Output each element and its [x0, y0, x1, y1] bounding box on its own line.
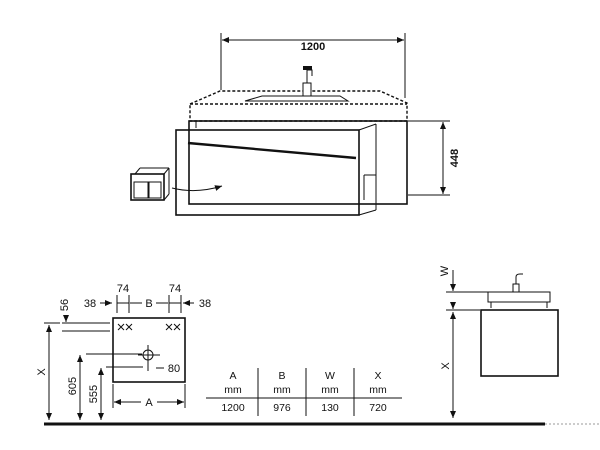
table-value-b: 976 [273, 402, 291, 414]
drawer-insert-icon [130, 167, 170, 201]
dim-right-74: 74 [169, 283, 181, 295]
dim-x-label: X [36, 368, 48, 376]
table-header-x: X [374, 370, 381, 382]
table-value-x: 720 [369, 402, 387, 414]
table-header-a: A [229, 370, 236, 382]
side-faucet-icon [512, 273, 523, 292]
table-unit-w: mm [321, 384, 339, 396]
table-header-b: B [278, 370, 285, 382]
dimensions-table: A B W X mm mm mm mm 1200 976 130 720 [206, 368, 402, 416]
table-unit-x: mm [369, 384, 387, 396]
dim-b-label: B [145, 298, 152, 310]
side-elevation-view: W X [439, 265, 559, 418]
mounting-hole-icons [117, 323, 181, 331]
dim-left-38: 38 [84, 298, 96, 310]
table-value-a: 1200 [221, 402, 245, 414]
vanity-unit-view: 1200 [130, 33, 461, 216]
table-unit-b: mm [273, 384, 291, 396]
table-unit-a: mm [224, 384, 242, 396]
dim-left-74: 74 [117, 283, 129, 295]
dim-a-label: A [145, 397, 153, 409]
dim-w-label: W [439, 265, 451, 276]
dim-right-38: 38 [199, 298, 211, 310]
drain-icon [138, 345, 160, 371]
table-value-w: 130 [321, 402, 339, 414]
dim-605: 605 [67, 377, 79, 395]
table-header-w: W [325, 370, 335, 382]
height-dimension-label: 448 [449, 149, 461, 167]
faucet-icon [302, 66, 313, 97]
width-dimension-label: 1200 [301, 41, 325, 53]
dim-side-x-label: X [440, 362, 452, 370]
cutout-view: 38 74 B 74 38 56 80 [36, 283, 211, 420]
dim-555: 555 [88, 385, 100, 403]
dim-r80: 80 [168, 363, 180, 375]
dim-top-56: 56 [59, 299, 71, 311]
